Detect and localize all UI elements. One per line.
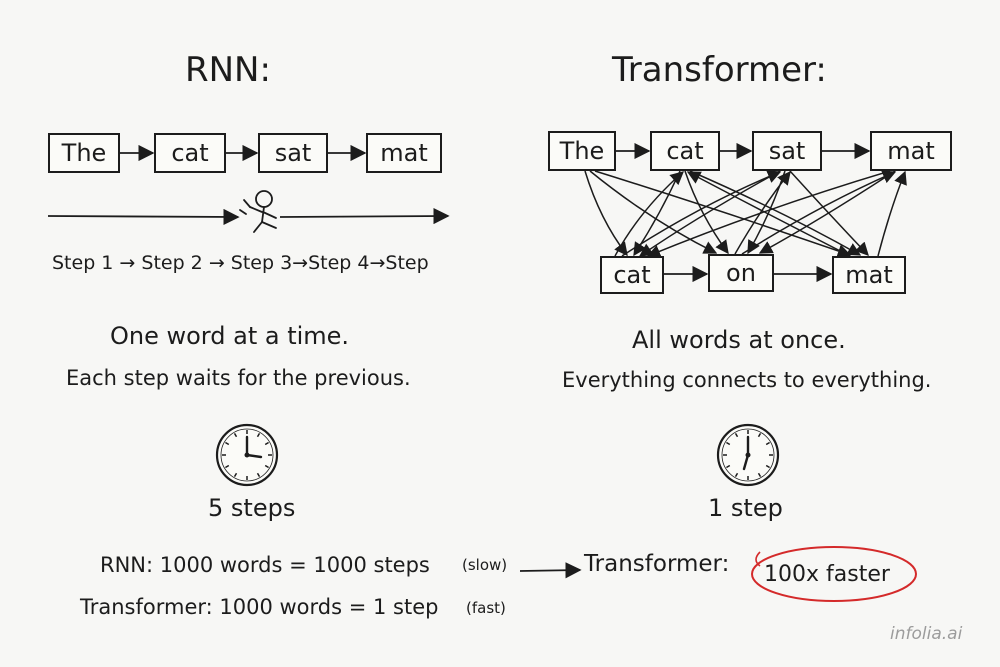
comparison-transformer-note: (fast) — [466, 599, 506, 617]
transformer-bottom-token-mat: mat — [832, 256, 906, 294]
transformer-bottom-token-cat: cat — [600, 256, 664, 294]
attn-cat-cat — [633, 170, 681, 257]
comparison-result-value: 100x faster — [764, 562, 890, 587]
rnn-subline: Each step waits for the previous. — [66, 366, 411, 390]
attn-the-on — [589, 170, 718, 254]
rnn-token-the: The — [48, 133, 120, 173]
attn-cat-to-sat — [621, 170, 782, 257]
rnn-token-cat: cat — [154, 133, 226, 173]
result-highlight-circle — [751, 546, 917, 602]
rnn-token-sat: sat — [258, 133, 328, 173]
transformer-headline: All words at once. — [632, 326, 846, 354]
clock-icon — [215, 423, 279, 487]
rnn-timeline-left — [47, 208, 240, 226]
attn-cat-to-cat — [614, 171, 685, 257]
attn-mat-to-cat — [686, 171, 851, 257]
transformer-title: Transformer: — [612, 50, 827, 90]
result-highlight-tail — [755, 551, 761, 567]
transformer-attention-arrows — [584, 170, 907, 258]
transformer-token-sat: sat — [752, 131, 822, 171]
attn-on-to-mat — [741, 170, 897, 255]
transformer-token-mat: mat — [870, 131, 952, 171]
rnn-timeline-right — [279, 207, 450, 225]
attn-cat-mat — [689, 170, 862, 256]
rnn-title: RNN: — [185, 50, 271, 90]
attn-mat-on — [758, 170, 896, 254]
transformer-time-label: 1 step — [708, 494, 783, 522]
transformer-bottom-token-on: on — [708, 254, 774, 292]
attn-the-cat — [584, 170, 628, 257]
rnn-steps-line: Step 1 → Step 2 → Step 3→Step 4→Step — [52, 252, 429, 274]
stick-figure-icon — [239, 190, 277, 233]
comparison-result-label: Transformer: — [584, 551, 730, 577]
comparison-arrow — [519, 562, 582, 579]
transformer-subline: Everything connects to everything. — [562, 368, 932, 392]
comparison-transformer-line: Transformer: 1000 words = 1 step — [80, 595, 439, 619]
rnn-headline: One word at a time. — [110, 322, 350, 350]
attn-the-mat — [594, 170, 852, 258]
attn-on-to-sat — [734, 170, 791, 255]
clock-icon — [716, 423, 780, 487]
attn-mat-to-mat — [877, 170, 907, 257]
rnn-timeline — [47, 207, 450, 226]
rnn-token-mat: mat — [366, 133, 442, 173]
rnn-time-label: 5 steps — [208, 494, 296, 522]
comparison-rnn-note: (slow) — [462, 556, 508, 574]
watermark: infolia.ai — [890, 624, 963, 644]
transformer-token-cat: cat — [650, 131, 720, 171]
comparison-rnn-line: RNN: 1000 words = 1000 steps — [100, 553, 430, 577]
transformer-token-the: The — [548, 131, 616, 171]
attn-sat-mat — [789, 170, 869, 256]
